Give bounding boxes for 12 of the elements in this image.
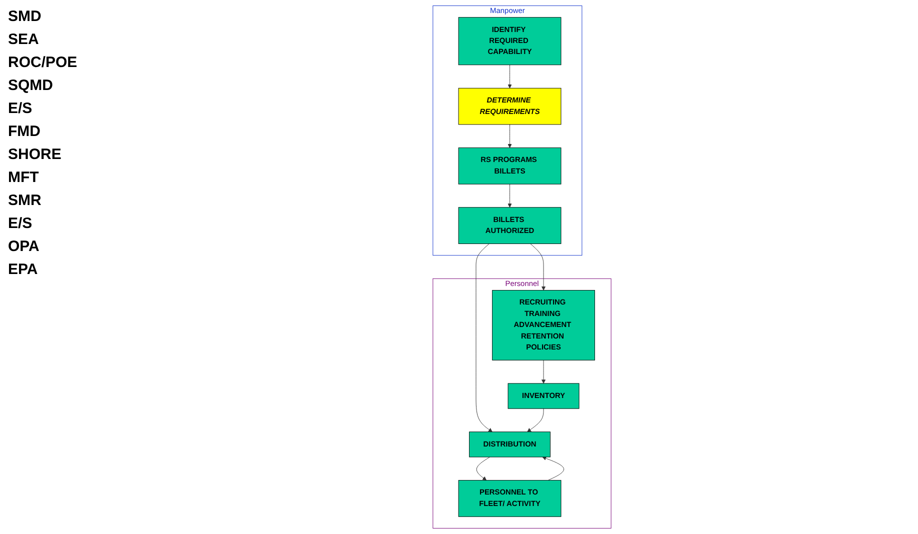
abbreviation-label: SMR xyxy=(8,192,42,209)
abbreviation-label: E/S xyxy=(8,100,34,117)
abbreviation-label: MFT xyxy=(8,169,40,186)
abbreviation-label: SMD xyxy=(8,8,42,25)
abbreviation-label: E/S xyxy=(8,215,34,232)
abbreviation-label: ROC/POE xyxy=(8,54,78,71)
abbreviation-label: FMD xyxy=(8,123,42,140)
abbreviation-label: SEA xyxy=(8,31,40,48)
abbreviation-label: OPA xyxy=(8,238,40,255)
abbreviation-label: SQMD xyxy=(8,77,54,94)
abbreviation-label: SHORE xyxy=(8,146,62,163)
abbreviation-label: EPA xyxy=(8,261,39,278)
